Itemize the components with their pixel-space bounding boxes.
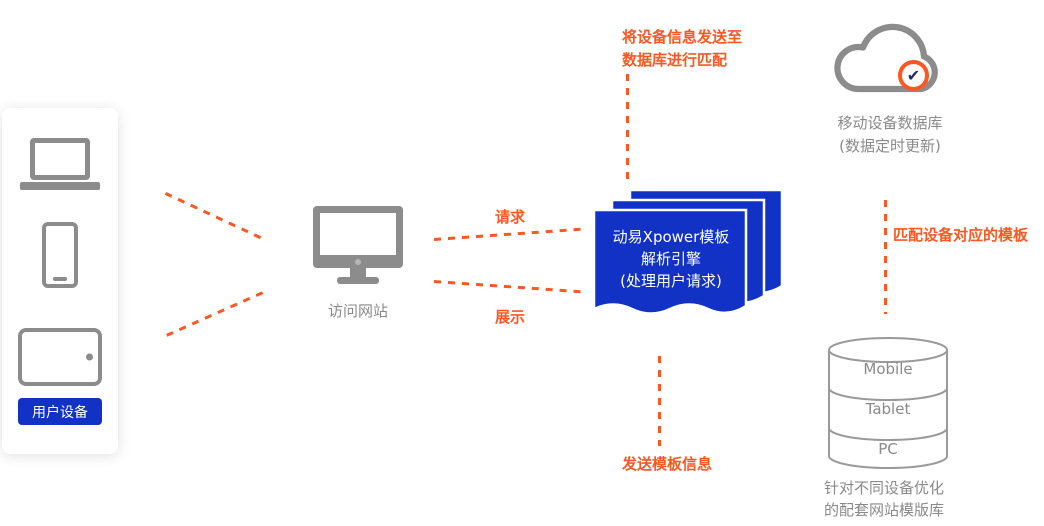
user-devices-label: 用户设备 bbox=[18, 398, 102, 425]
laptop-icon bbox=[20, 138, 100, 192]
dashed-line-cloud-to-database bbox=[884, 200, 887, 314]
user-devices-panel: 用户设备 bbox=[2, 108, 118, 454]
monitor-stand-neck bbox=[350, 268, 366, 277]
check-glyph: ✔ bbox=[906, 65, 921, 85]
mobile-device-db-line2: (数据定时更新) bbox=[839, 137, 941, 155]
check-badge-icon: ✔ bbox=[898, 60, 929, 91]
template-engine-icon bbox=[594, 190, 782, 315]
visit-website-label: 访问网站 bbox=[327, 302, 388, 320]
db-layer-tablet: Tablet bbox=[865, 400, 911, 418]
send-device-info-line1: 将设备信息发送至 bbox=[622, 28, 743, 46]
monitor-screen bbox=[313, 206, 403, 268]
db-caption-line1: 针对不同设备优化 bbox=[824, 479, 945, 497]
database-icon bbox=[828, 337, 948, 469]
send-device-info-annotation: 将设备信息发送至 数据库进行匹配 bbox=[622, 26, 792, 72]
mobile-device-db-label: 移动设备数据库 (数据定时更新) bbox=[814, 112, 966, 158]
monitor-dot bbox=[355, 259, 361, 265]
display-label: 展示 bbox=[494, 308, 525, 326]
dashed-line-display bbox=[433, 280, 586, 294]
smartphone-icon bbox=[42, 222, 78, 288]
monitor-glass bbox=[320, 213, 396, 255]
dashed-line-engine-to-cloud bbox=[626, 74, 629, 184]
db-layer-pc: PC bbox=[878, 440, 898, 458]
cloud-icon bbox=[834, 23, 938, 93]
tablet-home-button bbox=[86, 353, 93, 361]
laptop-base bbox=[20, 182, 100, 190]
db-layer-mobile: Mobile bbox=[863, 360, 913, 378]
laptop-screen bbox=[30, 138, 90, 180]
match-template-annotation: 匹配设备对应的模板 bbox=[893, 226, 1029, 244]
dashed-line-engine-down bbox=[658, 356, 661, 446]
send-device-info-line2: 数据库进行匹配 bbox=[622, 51, 728, 69]
db-caption: 针对不同设备优化 的配套网站模版库 bbox=[824, 477, 1004, 521]
mobile-device-db-line1: 移动设备数据库 bbox=[837, 114, 943, 132]
send-template-annotation: 发送模板信息 bbox=[622, 455, 713, 473]
engine-label-line1: 动易Xpower模板 bbox=[612, 228, 730, 246]
engine-label: 动易Xpower模板 解析引擎 (处理用户请求) bbox=[595, 226, 747, 292]
dashed-line-devices-to-monitor-top bbox=[164, 192, 268, 243]
request-label: 请求 bbox=[494, 208, 525, 226]
engine-label-line3: (处理用户请求) bbox=[620, 272, 722, 290]
dashed-line-devices-to-monitor-bottom bbox=[166, 288, 270, 337]
db-caption-line2: 的配套网站模版库 bbox=[824, 501, 945, 519]
engine-label-line2: 解析引擎 bbox=[640, 250, 701, 268]
monitor-icon bbox=[313, 206, 403, 284]
smartphone-home-bar bbox=[53, 277, 67, 281]
dashed-line-request bbox=[433, 227, 586, 241]
tablet-icon bbox=[18, 328, 102, 386]
monitor-stand-base bbox=[337, 277, 379, 284]
